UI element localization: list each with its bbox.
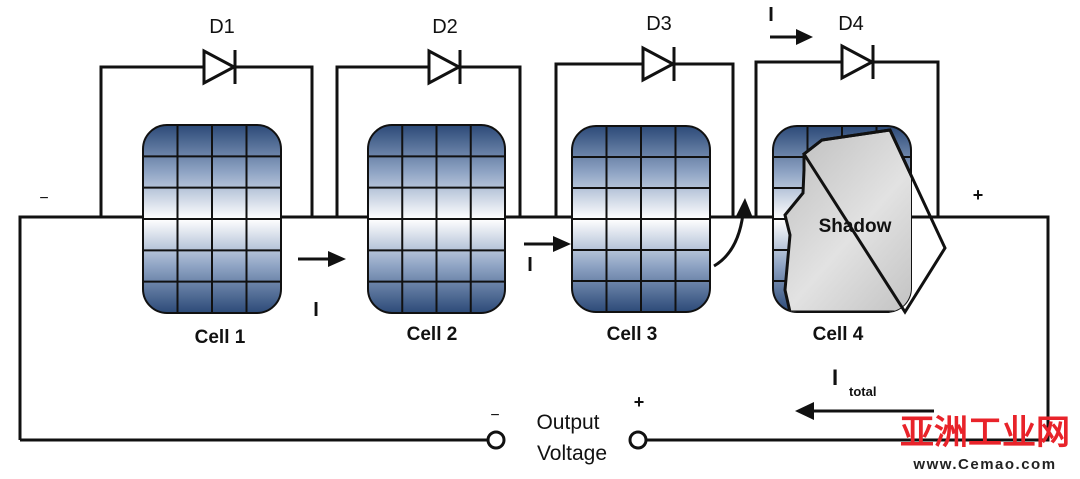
output-terminal-plus — [628, 430, 648, 450]
diode-label-d1: D1 — [209, 16, 235, 38]
main-wire-right — [641, 215, 1050, 442]
cell-label-3: Cell 3 — [607, 324, 658, 345]
arrowhead-icon — [328, 251, 346, 267]
diode-triangle-icon — [202, 48, 238, 86]
solar-cell-2 — [367, 124, 506, 314]
diode-triangle-icon — [427, 48, 463, 86]
plus-sign-output: + — [634, 392, 645, 412]
current-arrow-2 — [524, 236, 571, 252]
cell-label-2: Cell 2 — [407, 324, 458, 345]
diode-triangle-icon — [840, 43, 876, 81]
current-label-2: I — [527, 254, 533, 276]
arrowhead-icon — [796, 29, 813, 45]
output-terminal-minus — [486, 430, 506, 450]
current-arrow-1 — [298, 251, 346, 267]
main-wire-left — [18, 215, 143, 440]
output-voltage-line1: Output — [536, 411, 599, 434]
arrowhead-icon — [553, 236, 571, 252]
total-current-arrow — [795, 402, 934, 420]
cell-label-4: Cell 4 — [813, 324, 864, 345]
minus-sign-left: − — [39, 190, 48, 207]
total-current-label: I — [832, 365, 838, 390]
arrowhead-icon — [735, 198, 753, 218]
minus-sign-output: − — [490, 407, 499, 424]
diode-triangle-icon — [641, 45, 677, 83]
diode-label-d2: D2 — [432, 16, 458, 38]
solar-cell-3 — [571, 125, 711, 313]
diode-label-d4: D4 — [838, 13, 864, 35]
current-arrow-bypass — [713, 198, 753, 268]
shadow-shape — [801, 128, 947, 315]
current-label-top: I — [768, 4, 774, 26]
cell-label-1: Cell 1 — [195, 327, 246, 348]
output-voltage-line2: Voltage — [537, 442, 607, 465]
total-current-subscript: total — [849, 384, 876, 399]
diode-d1 — [202, 48, 238, 86]
diode-d4 — [840, 43, 876, 81]
current-arrow-top — [770, 29, 813, 45]
watermark-chinese: 亚洲工业网 — [900, 413, 1070, 453]
diode-d2 — [427, 48, 463, 86]
diode-d3 — [641, 45, 677, 83]
current-label-1: I — [313, 299, 319, 321]
diode-label-d3: D3 — [646, 13, 672, 35]
watermark-url: www.Cemao.com — [912, 456, 1056, 473]
solar-cell-1 — [142, 124, 282, 314]
arrowhead-icon — [795, 402, 814, 420]
shadow-label: Shadow — [819, 216, 892, 237]
plus-sign-right: + — [973, 185, 984, 205]
